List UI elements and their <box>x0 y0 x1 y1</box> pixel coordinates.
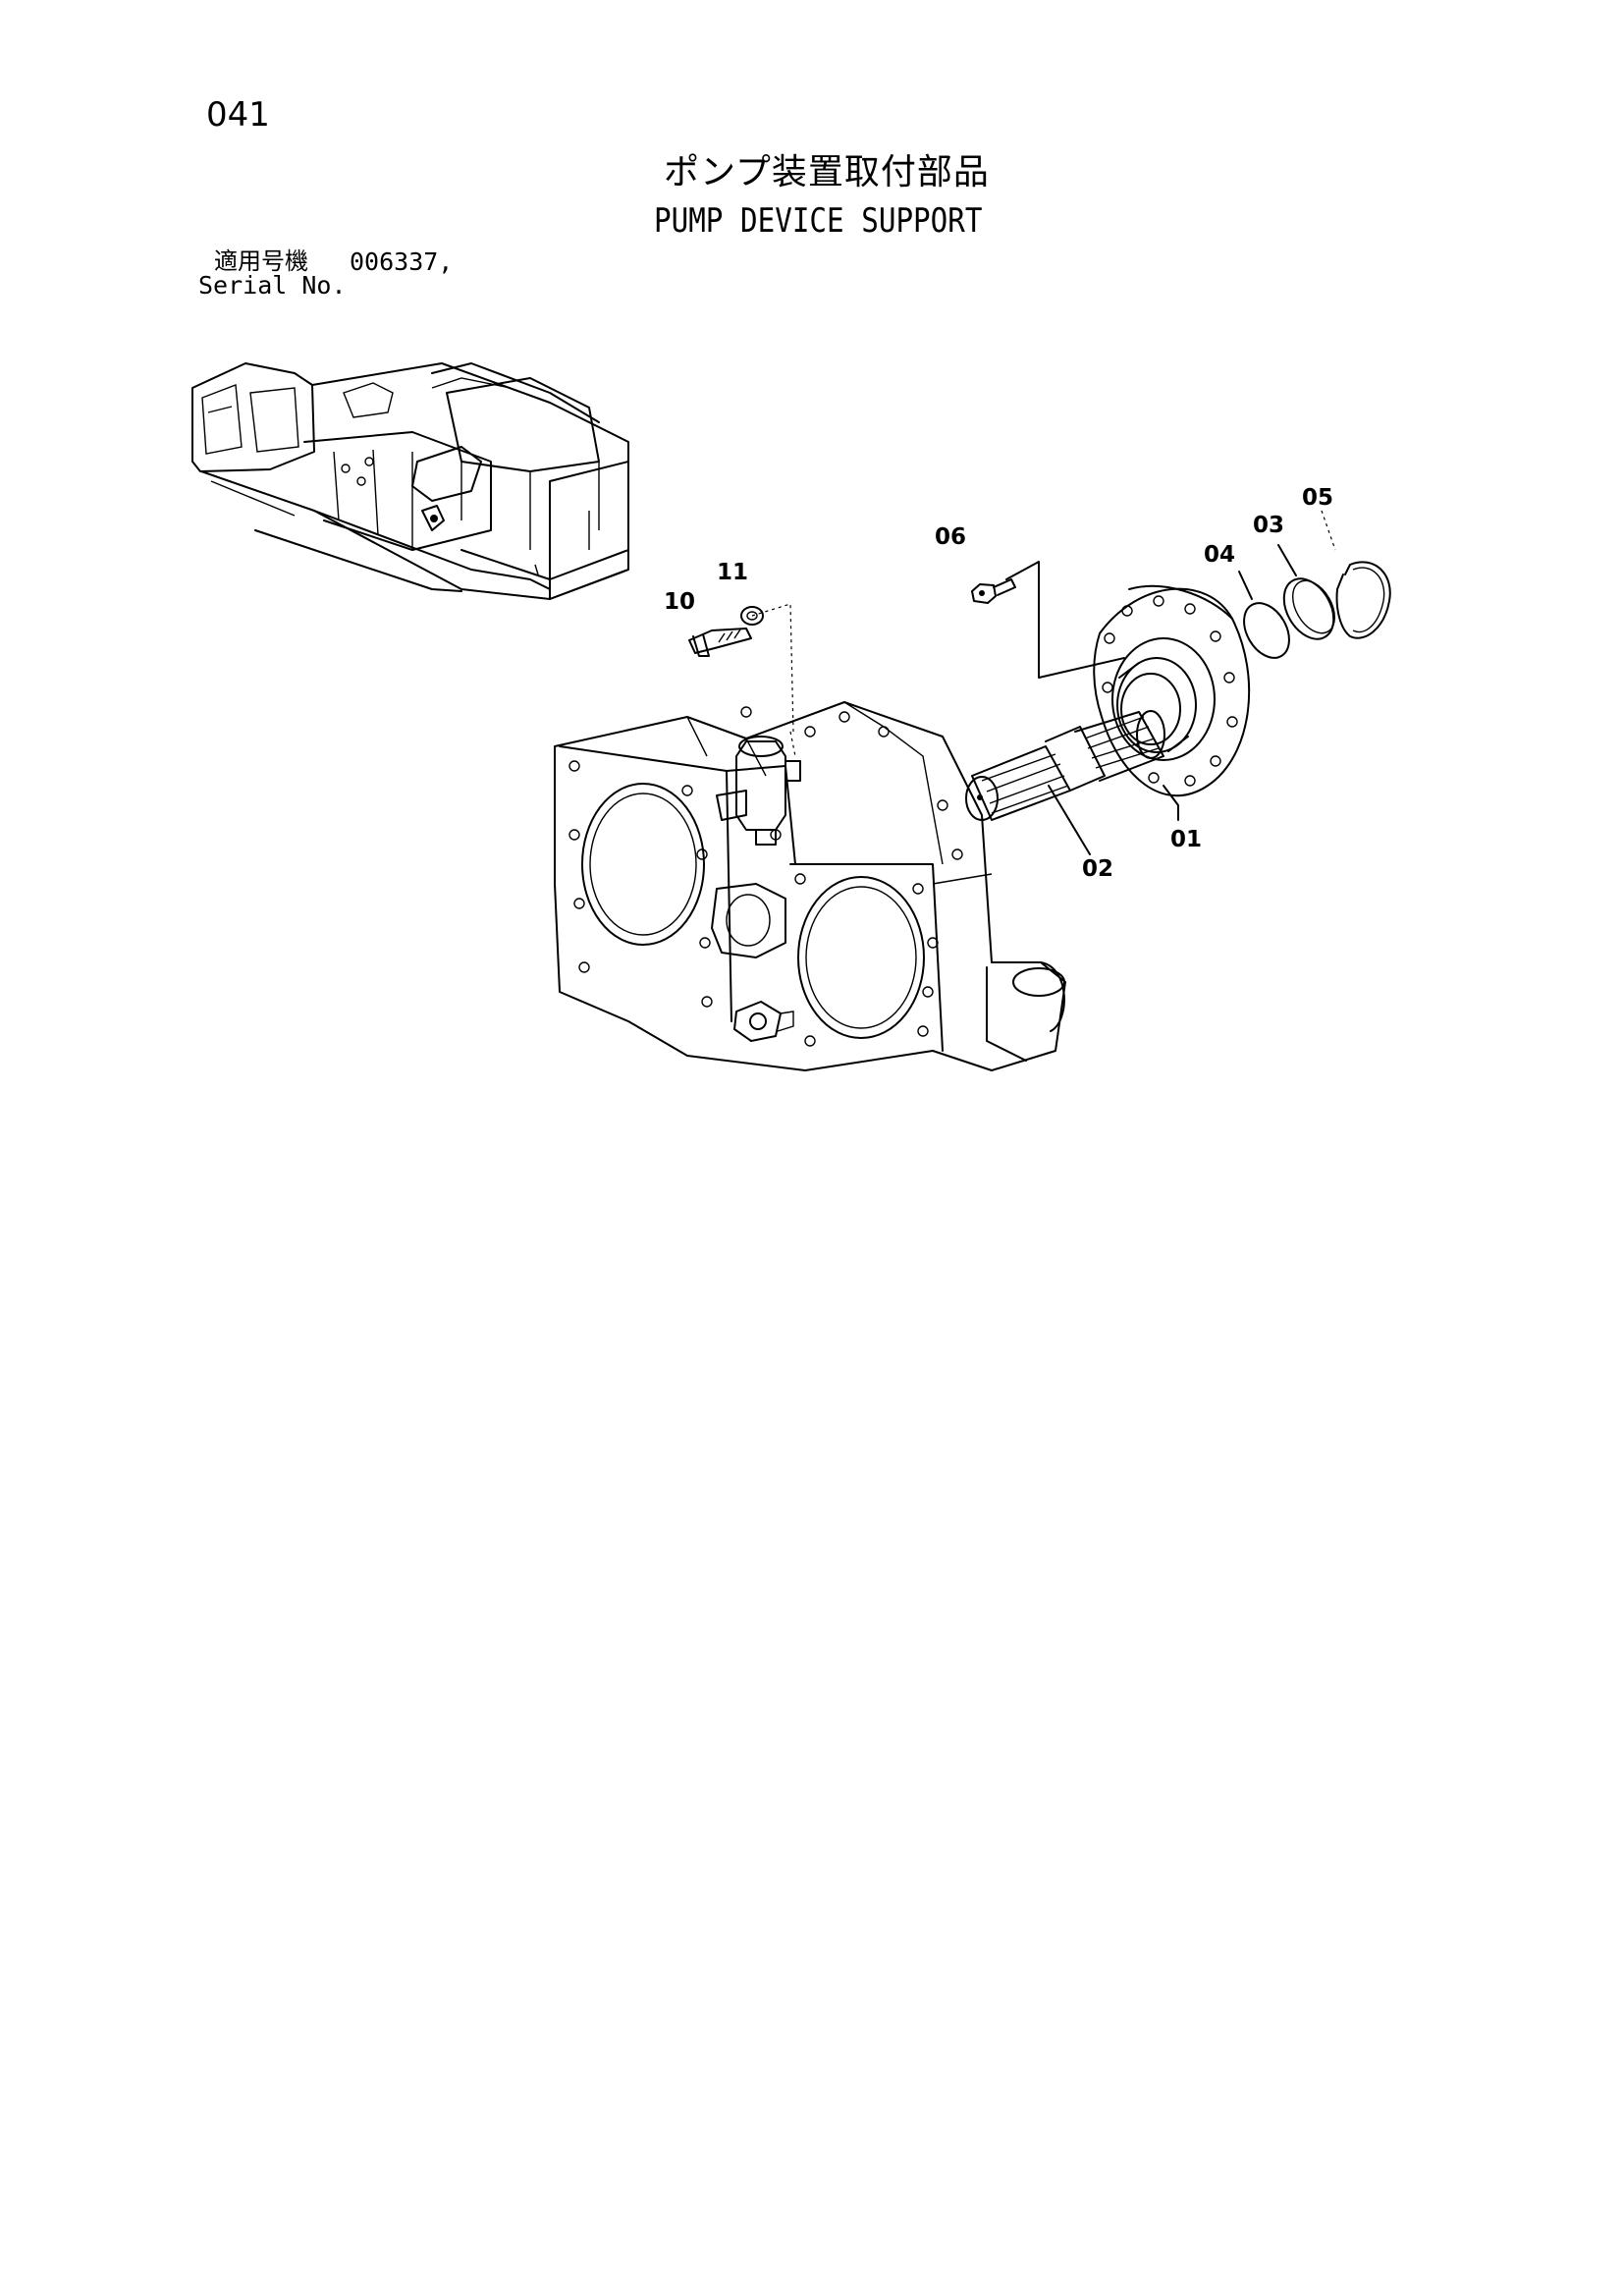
callout-11: 11 <box>717 560 749 585</box>
serial-label-english: Serial No. <box>198 271 347 300</box>
title-english: PUMP DEVICE SUPPORT <box>654 201 983 241</box>
leader-seal-03 <box>1277 544 1297 576</box>
title-japanese: ポンプ装置取付部品 <box>664 152 990 192</box>
o-ring-part-04 <box>1243 602 1290 659</box>
serial-label-japanese: 適用号機 <box>214 247 308 275</box>
flange-part-01 <box>1093 584 1251 797</box>
callout-10: 10 <box>664 589 696 615</box>
leader-screw-06 <box>1005 561 1125 679</box>
washer-part-11 <box>740 606 764 626</box>
page-number: 041 <box>206 95 270 135</box>
bolt-part-10 <box>688 628 752 657</box>
callout-06: 06 <box>935 524 967 550</box>
leader-oring-04 <box>1238 571 1253 600</box>
leader-bolt-washer <box>751 603 796 757</box>
leader-flange-01 <box>1163 785 1179 821</box>
callout-03: 03 <box>1253 513 1285 538</box>
callout-05: 05 <box>1302 485 1334 511</box>
leader-shaft-02 <box>1048 785 1091 855</box>
pump-gear-case <box>554 701 1066 1071</box>
excavator-overview-illustration <box>191 362 629 600</box>
callout-02: 02 <box>1082 856 1114 882</box>
serial-number-value: 006337, <box>350 247 454 276</box>
callout-04: 04 <box>1204 542 1236 568</box>
snap-ring-part-05 <box>1335 561 1391 639</box>
spline-shaft-part-02 <box>965 710 1165 821</box>
seal-part-03 <box>1282 577 1335 640</box>
leader-snapring-05 <box>1321 510 1336 551</box>
callout-01: 01 <box>1170 827 1203 852</box>
screw-part-06 <box>971 578 1016 604</box>
